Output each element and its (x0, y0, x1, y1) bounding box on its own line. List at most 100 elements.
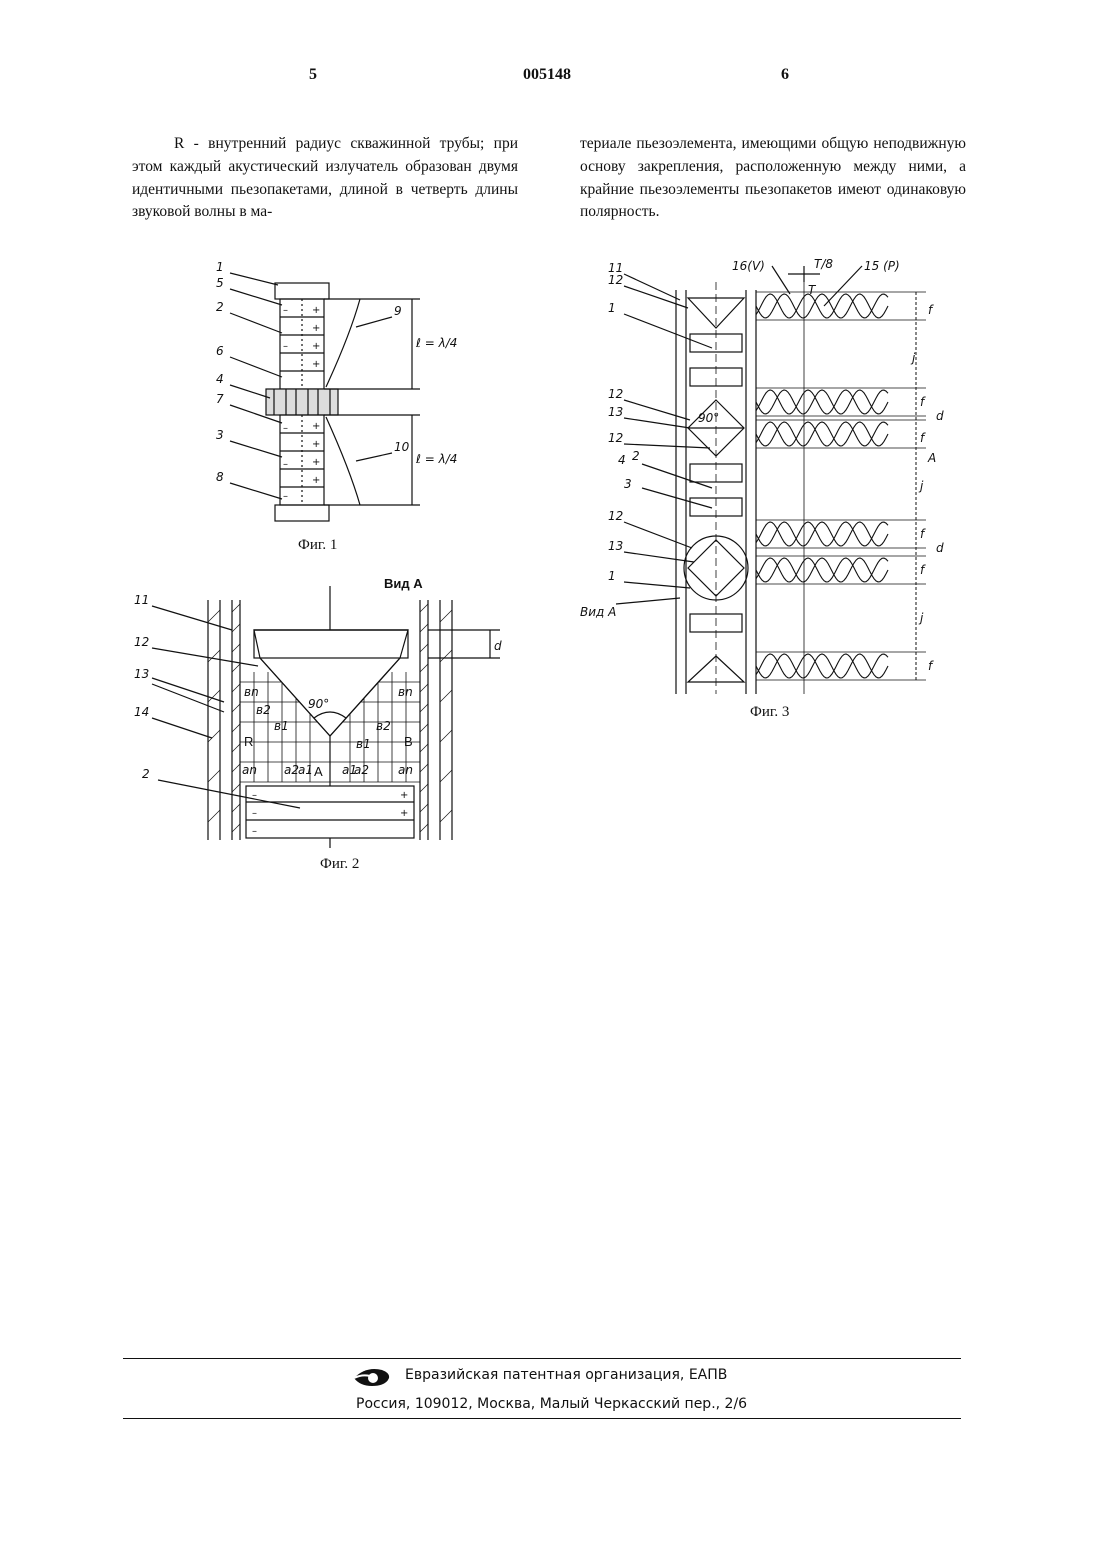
fig3-label-13-b: 13 (608, 539, 623, 553)
text-column-left: R - внутренний радиус скважинной трубы; … (132, 133, 518, 224)
fig3-dim-label-7: f (920, 527, 926, 541)
fig3-dim-label-9: f (920, 563, 926, 577)
fig3-label-3: 3 (624, 477, 632, 491)
fig3-wave-1-1 (756, 390, 888, 414)
document-number: 005148 (523, 66, 571, 84)
fig2-b-label-right-n: вn (398, 685, 413, 699)
svg-text:+: + (312, 323, 320, 334)
fig1-dim-lower: ℓ = λ/4 (415, 452, 457, 466)
svg-text:–: – (283, 423, 288, 434)
fig3-wave-label-16v: 16(V) (732, 259, 765, 273)
fig3-wave-5-1 (756, 654, 888, 678)
fig3-dim-label-3: d (936, 409, 944, 423)
fig3-label-4: 4 (618, 453, 626, 467)
fig3-label-1-top: 1 (608, 301, 616, 315)
fig3-wave-0-1 (756, 294, 888, 318)
page-number-right: 6 (781, 66, 789, 84)
fig2-b-label-left-n: вn (244, 685, 259, 699)
fig1-label-6: 6 (216, 344, 224, 358)
fig2-label-14: 14 (134, 705, 149, 719)
fig3-dim-label-8: d (936, 541, 944, 555)
fig2-b-label-right-2: в2 (376, 719, 391, 733)
fig3-dim-label-6: j (918, 479, 924, 493)
fig3-dim-label-1: j (910, 351, 916, 365)
svg-text:+: + (312, 359, 320, 370)
fig3-dim-label-0: f (928, 303, 934, 317)
footer-divider-bottom (123, 1418, 961, 1419)
fig2-title: Вид А (384, 576, 423, 591)
fig1-label-4: 4 (216, 372, 224, 386)
footer-divider-top (123, 1358, 961, 1359)
fig3-dim-label-2: f (920, 395, 926, 409)
figure-2: Вид А 11 12 13 14 2 d 90° R A B вn в2 в1… (128, 572, 518, 852)
footer-organization: Евразийская патентная организация, ЕАПВ (405, 1367, 727, 1383)
svg-text:–: – (283, 305, 288, 316)
fig2-label-12: 12 (134, 635, 149, 649)
text-column-right: териале пьезоэлемента, имеющими общую не… (580, 133, 966, 224)
svg-text:+: + (400, 790, 408, 801)
fig2-b-label-left-2: в2 (256, 703, 271, 717)
fig2-b-label-right-1: в1 (356, 737, 371, 751)
fig2-label-11: 11 (134, 593, 149, 607)
fig2-angle: 90° (308, 697, 329, 711)
fig1-label-8: 8 (216, 470, 224, 484)
figure-3-caption: Фиг. 3 (750, 704, 789, 721)
fig1-dim-upper: ℓ = λ/4 (415, 336, 457, 350)
fig2-a-label-right-2: a2 (354, 763, 369, 777)
fig1-label-10: 10 (394, 440, 410, 454)
svg-text:–: – (283, 491, 288, 502)
fig2-a-label-left-n: an (242, 763, 257, 777)
fig3-label-12-a: 12 (608, 387, 623, 401)
fig3-dim-label-10: j (918, 611, 924, 625)
fig1-label-5: 5 (216, 276, 224, 290)
fig1-label-2: 2 (216, 300, 224, 314)
fig2-label-13: 13 (134, 667, 149, 681)
fig1-label-9: 9 (394, 304, 402, 318)
fig3-wave-4-1 (756, 558, 888, 582)
fig2-dim-d: d (494, 639, 502, 653)
fig3-angle: 90° (698, 411, 719, 425)
eapo-logo-icon (352, 1364, 392, 1395)
fig3-view-label: Вид А (580, 605, 616, 619)
fig3-label-2: 2 (632, 449, 640, 463)
fig2-point-b: B (404, 734, 413, 749)
svg-text:–: – (283, 341, 288, 352)
fig1-label-7: 7 (216, 392, 224, 406)
figure-1-caption: Фиг. 1 (298, 537, 337, 554)
svg-text:–: – (252, 808, 257, 819)
fig2-point-r: R (244, 734, 253, 749)
fig3-wave-label-t8: T/8 (814, 257, 833, 271)
svg-text:+: + (400, 808, 408, 819)
fig2-b-label-left-1: в1 (274, 719, 289, 733)
fig3-dim-label-11: f (928, 659, 934, 673)
fig3-wave-2-1 (756, 422, 888, 446)
svg-text:+: + (312, 457, 320, 468)
svg-text:+: + (312, 305, 320, 316)
svg-text:–: – (252, 826, 257, 837)
fig3-label-12-b: 12 (608, 431, 623, 445)
fig3-wave-label-t: T (808, 283, 817, 297)
figure-3: 11 12 1 12 13 12 4 2 3 12 13 1 Вид А 16(… (572, 252, 972, 702)
fig1-label-1: 1 (216, 260, 224, 274)
fig3-label-1-bottom: 1 (608, 569, 616, 583)
fig2-a-label-left-1: a1 (298, 763, 313, 777)
fig3-label-12-c: 12 (608, 509, 623, 523)
footer-address: Россия, 109012, Москва, Малый Черкасский… (356, 1396, 747, 1412)
fig2-label-2: 2 (142, 767, 150, 781)
figure-1: + + + + + + + + – – – – – 1 5 (200, 255, 460, 540)
fig2-a-label-left-2: a2 (284, 763, 299, 777)
svg-text:–: – (252, 790, 257, 801)
page-number-left: 5 (309, 66, 317, 84)
fig3-dim-label-5: A (927, 451, 936, 465)
fig2-point-a: A (314, 764, 323, 779)
fig3-label-12-top: 12 (608, 273, 623, 287)
fig3-label-13-a: 13 (608, 405, 623, 419)
fig2-a-label-right-n: an (398, 763, 413, 777)
fig3-wave-3-1 (756, 522, 888, 546)
svg-text:+: + (312, 421, 320, 432)
fig1-label-3: 3 (216, 428, 224, 442)
svg-text:–: – (283, 459, 288, 470)
svg-text:+: + (312, 341, 320, 352)
fig3-wave-label-15p: 15 (P) (864, 259, 900, 273)
svg-text:+: + (312, 475, 320, 486)
